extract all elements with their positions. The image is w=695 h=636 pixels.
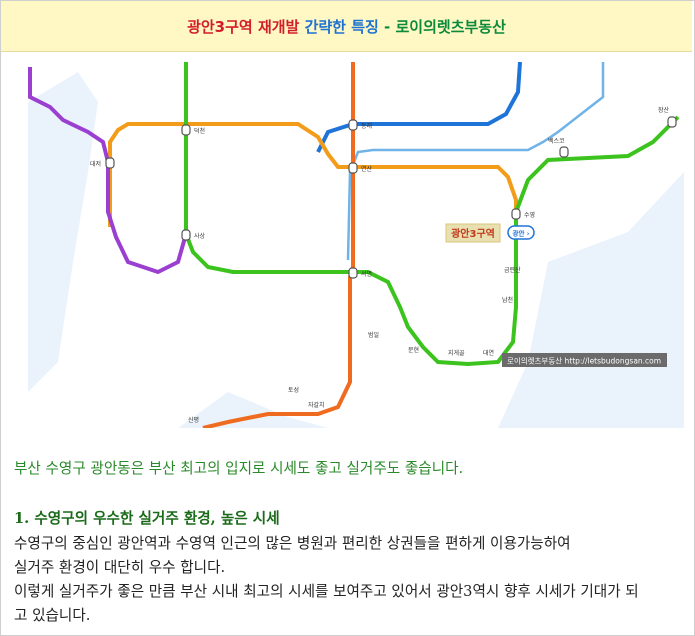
line4 — [316, 62, 522, 153]
title-part1: 광안3구역 재개발 — [187, 17, 300, 36]
highlight-label: 광안3구역 — [451, 227, 495, 240]
watermark-box — [502, 353, 667, 367]
svg-text:지게골: 지게골 — [448, 349, 465, 357]
lead-paragraph: 부산 수영구 광안동은 부산 최고의 입지로 시세도 좋고 실거주도 좋습니다. — [14, 460, 464, 477]
svg-text:토성: 토성 — [288, 386, 299, 394]
svg-text:대연: 대연 — [483, 349, 494, 357]
svg-text:남천: 남천 — [502, 296, 513, 304]
svg-text:사상: 사상 — [194, 232, 206, 240]
body-line-1: 수영구의 중심인 광안역과 수영역 인근의 많은 병원과 편리한 상권들을 편하… — [14, 535, 571, 552]
svg-text:자갈치: 자갈치 — [308, 401, 325, 409]
line3 — [108, 122, 518, 227]
title-part2: 간략한 특징 — [304, 17, 379, 36]
svg-text:장산: 장산 — [658, 106, 670, 114]
svg-text:금련산: 금련산 — [504, 266, 521, 274]
body-line-4: 고 있습니다. — [14, 607, 91, 624]
svg-text:대저: 대저 — [90, 160, 101, 168]
svg-text:서면: 서면 — [361, 270, 372, 278]
gwangan-badge — [507, 225, 535, 240]
title-banner: 광안3구역 재개발 간략한 특징 - 로이의렛츠부동산 — [1, 1, 692, 52]
svg-text:동래: 동래 — [361, 122, 372, 130]
svg-text:연산: 연산 — [361, 165, 373, 173]
svg-text:문현: 문현 — [408, 346, 419, 354]
highlight-box — [445, 223, 501, 243]
body-line-2: 실거주 환경이 대단히 우수 합니다. — [14, 559, 226, 576]
svg-text:범일: 범일 — [368, 331, 379, 339]
line2 — [184, 62, 680, 367]
title-part3: - 로이의렛츠부동산 — [384, 17, 506, 36]
body-line-3: 이렇게 실거주가 좋은 만큼 부산 시내 최고의 시세를 보여주고 있어서 광안… — [14, 583, 639, 600]
svg-text:광안 ›: 광안 › — [513, 229, 530, 238]
watermark-text: 로이의렛츠부동산 http://letsbudongsan.com — [507, 356, 661, 366]
svg-text:수영: 수영 — [524, 211, 535, 219]
svg-text:신평: 신평 — [188, 416, 199, 424]
svg-text:벡스코: 벡스코 — [548, 137, 565, 145]
section-heading: 1. 수영구의 우수한 실거주 환경, 높은 시세 — [14, 510, 280, 527]
subway-map: 덕천 사상 동래 연산 서면 대저 수영 벡스코 장산 범일 문현 지게골 대연… — [28, 62, 684, 428]
svg-text:덕천: 덕천 — [194, 127, 205, 135]
